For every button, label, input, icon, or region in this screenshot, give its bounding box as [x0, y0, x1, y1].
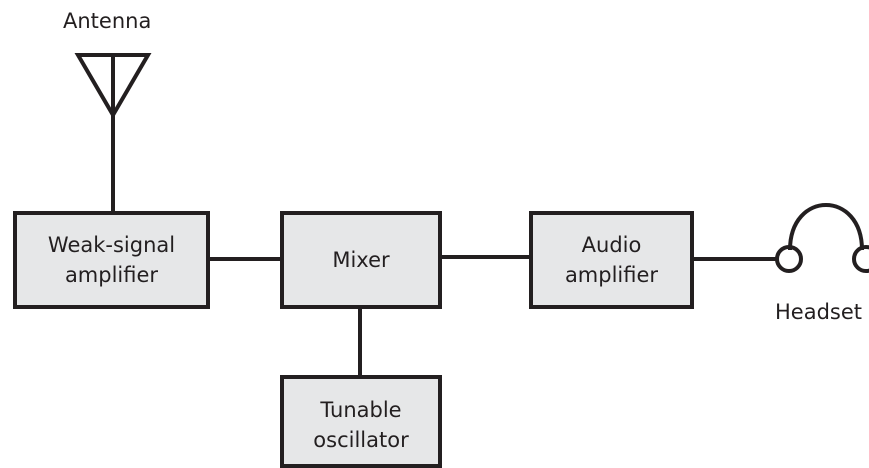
audio-amplifier-label: Audio amplifier [531, 230, 692, 290]
audio-amplifier-label-line1: Audio [581, 233, 642, 257]
tunable-oscillator-label-line2: oscillator [313, 428, 409, 452]
weak-signal-amplifier-block [13, 211, 210, 309]
audio-amplifier-block [529, 211, 694, 309]
tunable-oscillator-label-line1: Tunable [320, 398, 402, 422]
headset-label: Headset [775, 300, 863, 324]
weak-signal-amplifier-label-line1: Weak-signal [47, 233, 176, 257]
mixer-block [280, 211, 442, 309]
tunable-oscillator-block [280, 375, 442, 468]
weak-signal-amplifier-label: Weak-signal amplifier [15, 230, 208, 290]
mixer-label: Mixer [282, 245, 440, 275]
antenna-icon [74, 53, 152, 213]
headset-icon [775, 203, 869, 273]
tunable-oscillator-label: Tunable oscillator [282, 395, 440, 455]
mixer-label-line1: Mixer [332, 248, 390, 272]
weak-signal-amplifier-label-line2: amplifier [64, 263, 159, 287]
audio-amplifier-label-line2: amplifier [564, 263, 659, 287]
antenna-label: Antenna [63, 9, 152, 33]
